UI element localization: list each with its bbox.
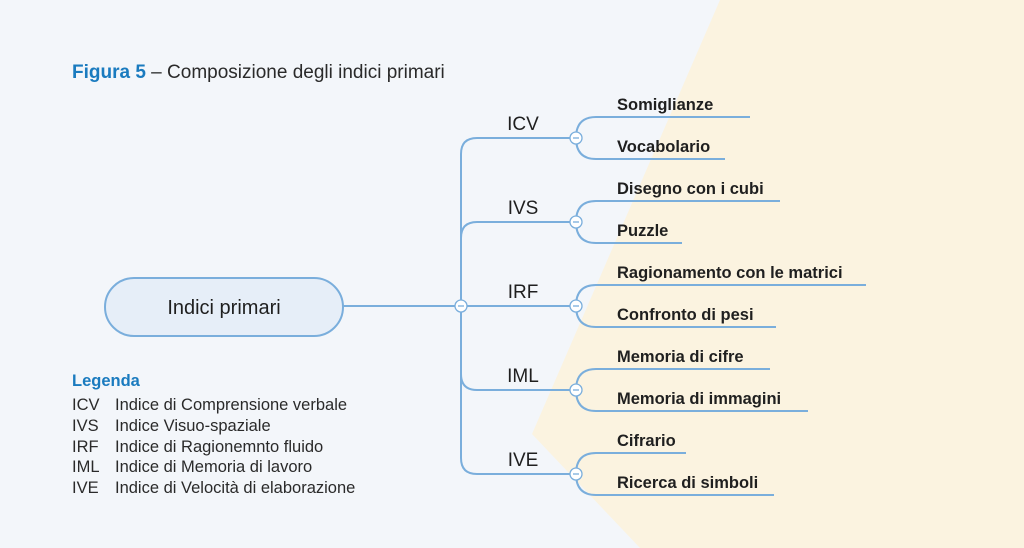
legend-row: IVS Indice Visuo-spaziale (72, 416, 355, 437)
legend-row: IRF Indice di Ragionemnto fluido (72, 437, 355, 458)
legend-title: Legenda (72, 372, 140, 390)
leaf-label: Memoria di cifre (617, 348, 744, 366)
leaf-label: Ricerca di simboli (617, 474, 758, 492)
legend-text: Indice di Comprensione verbale (115, 396, 348, 414)
branch-label: IRF (508, 282, 539, 303)
branch-connector (460, 137, 576, 155)
root-node-label: Indici primari (167, 297, 280, 319)
leaf-label: Somiglianze (617, 96, 713, 114)
branch-label: ICV (507, 114, 539, 135)
branch-irf: IRF Ragionamento con le matriciConfronto … (461, 264, 866, 328)
collapse-icon (569, 383, 583, 397)
branch-connector (460, 457, 576, 475)
legend: Legenda ICV Indice di Comprensione verbal… (72, 372, 355, 499)
collapse-icon (569, 131, 583, 145)
figure-caption-text: – Composizione degli indici primari (145, 62, 445, 83)
collapse-icon (454, 299, 468, 313)
branch-label: IML (507, 366, 539, 387)
branch-label: IVE (508, 450, 539, 471)
legend-abbr: IVE (72, 479, 99, 498)
branch-label: IVS (508, 198, 539, 219)
legend-abbr: IRF (72, 437, 99, 456)
leaf-label: Cifrario (617, 432, 676, 450)
legend-text: Indice Visuo-spaziale (115, 416, 271, 435)
leaf-label: Ragionamento con le matrici (617, 264, 843, 282)
collapse-icon (569, 215, 583, 229)
leaf-label: Disegno con i cubi (617, 180, 764, 198)
legend-abbr: ICV (72, 396, 100, 414)
branch-connector (460, 221, 576, 239)
legend-abbr: IML (72, 458, 100, 477)
leaf-label: Confronto di pesi (617, 306, 754, 324)
leaf-label: Memoria di immagini (617, 390, 781, 408)
mind-map: Indici primariICVSomiglianzeVocabolarioI… (104, 96, 866, 496)
legend-text: Indice di Velocità di elaborazione (115, 479, 356, 498)
branch-connector (460, 373, 576, 391)
legend-text: Indice di Ragionemnto fluido (115, 437, 324, 456)
legend-text: Indice di Memoria di lavoro (115, 458, 313, 477)
leaf-label: Puzzle (617, 222, 668, 240)
collapse-icon (569, 299, 583, 313)
legend-row: IVE Indice di Velocità di elaborazione (72, 478, 355, 499)
figure-label: Figura 5 (72, 62, 146, 83)
legend-row: IML Indice di Memoria di lavoro (72, 457, 355, 478)
legend-abbr: IVS (72, 416, 99, 435)
collapse-icon (569, 467, 583, 481)
leaf-label: Vocabolario (617, 138, 710, 156)
legend-row: ICV Indice di Comprensione verbale (72, 395, 355, 416)
figure-caption: Figura 5 – Composizione degli indici pri… (72, 62, 445, 84)
